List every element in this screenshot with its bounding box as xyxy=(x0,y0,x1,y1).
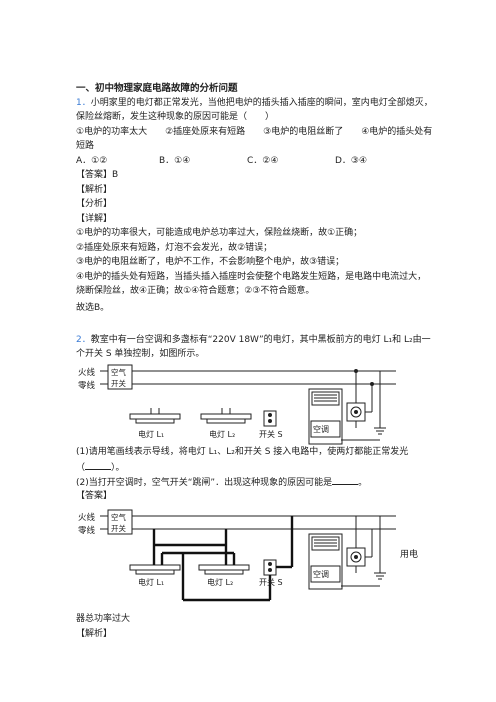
air-switch-label-2: 开关 xyxy=(111,378,126,388)
answer-lamp1-label: 电灯 L₁ xyxy=(138,577,164,587)
q1-stem-line1: 1．小明家里的电灯都正常发光，当他把电炉的插头插入插座的瞬间，室内电灯全部熄灭， xyxy=(76,97,433,109)
q1-choices-line2: 短路 xyxy=(76,141,95,151)
q2-sub1-line1: (1)请用笔画线表示导线，将电灯 L₁、L₂和开关 S 接入电路中，使两灯都能正… xyxy=(76,447,409,457)
q1-option-a: A．①② xyxy=(76,156,108,166)
answer-fire-wire-label: 火线 xyxy=(78,512,96,523)
q2-sub1-blank xyxy=(85,460,112,470)
q2-stem-text: 教室中有一台空调和多盏标有“220V 18W”的电灯，其中黑板前方的电灯 L₁和… xyxy=(90,335,431,345)
q1-xiangjie: 【详解】 xyxy=(76,214,113,224)
answer-ac-label: 空调 xyxy=(313,569,329,579)
q1-jiexi: 【解析】 xyxy=(76,185,113,195)
q2-sub2-text: (2)当打开空调时，空气开关“跳闸”．出现这种现象的原因可能是 xyxy=(76,478,333,488)
q2-sub1-close: ）。 xyxy=(111,463,125,473)
q2-stem-line2: 个开关 S 单独控制，如图所示。 xyxy=(76,349,205,359)
q2-sub1-open: （ xyxy=(76,463,86,473)
q2-stem-line1: 2．教室中有一台空调和多盏标有“220V 18W”的电灯，其中黑板前方的电灯 L… xyxy=(76,334,431,346)
q2-answer-tail-right: 用电 xyxy=(400,550,419,560)
answer-air-switch-label-1: 空气 xyxy=(111,512,126,522)
q2-sub2: (2)当打开空调时，空气开关“跳闸”．出现这种现象的原因可能是 。 xyxy=(76,475,367,489)
answer-neutral-wire-label: 零线 xyxy=(78,525,96,536)
q2-sub2-end: 。 xyxy=(358,478,368,488)
q1-detail-2: ②插座处原来有短路，灯泡不会发光，故②错误； xyxy=(76,243,273,253)
q1-stem-text: 小明家里的电灯都正常发光，当他把电炉的插头插入插座的瞬间，室内电灯全部熄灭， xyxy=(90,98,433,108)
switch-label: 开关 S xyxy=(259,429,283,439)
ac-label: 空调 xyxy=(313,424,329,434)
q1-detail-5: 烧断保险丝，故④正确；故①④符合题意；②③不符合题意。 xyxy=(76,286,315,296)
q2-answer: 【答案】 xyxy=(76,491,113,501)
neutral-wire-label: 零线 xyxy=(78,380,96,391)
q1-number: 1． xyxy=(76,98,91,108)
answer-switch-label: 开关 S xyxy=(259,577,283,587)
q2-sub1-line2: （ ）。 xyxy=(76,460,125,474)
lamp1-label: 电灯 L₁ xyxy=(138,429,164,439)
q1-detail-1: ①电炉的功率很大，可能造成电炉总功率过大，保险丝烧断，故①正确； xyxy=(76,228,363,238)
q1-detail-3: ③电炉的电阻丝断了，电炉不工作，不会影响整个电炉，故③错误； xyxy=(76,257,345,267)
q1-option-c: C．②④ xyxy=(247,156,279,166)
q1-fenxi: 【分析】 xyxy=(76,199,113,209)
q2-answer-tail-next: 器总功率过大 xyxy=(76,614,131,624)
air-switch-label-1: 空气 xyxy=(111,367,126,377)
q2-jiexi: 【解析】 xyxy=(76,629,113,639)
q1-stem-line2: 保险丝熔断，发生这种现象的原因可能是（ ） xyxy=(76,112,275,122)
q1-answer: 【答案】B xyxy=(76,170,119,180)
q1-detail-4: ④电炉的插头处有短路，当插头插入插座时会使整个电路发生短路，是电路中电流过大， xyxy=(76,272,427,282)
answer-air-switch-label-2: 开关 xyxy=(111,523,126,533)
section-title: 一、初中物理家庭电路故障的分析问题 xyxy=(76,83,238,94)
fire-wire-label: 火线 xyxy=(78,367,96,378)
q2-sub2-blank xyxy=(332,475,359,485)
q1-option-d: D．③④ xyxy=(335,156,368,166)
q2-number: 2． xyxy=(76,335,91,345)
lamp2-label: 电灯 L₂ xyxy=(209,429,235,439)
answer-lamp2-label: 电灯 L₂ xyxy=(207,577,233,587)
q1-option-b: B．①④ xyxy=(159,156,191,166)
q1-conclusion: 故选B。 xyxy=(76,303,110,313)
q1-choices-line1: ①电炉的功率太大 ②插座处原来有短路 ③电炉的电阻丝断了 ④电炉的插头处有 xyxy=(76,127,433,137)
